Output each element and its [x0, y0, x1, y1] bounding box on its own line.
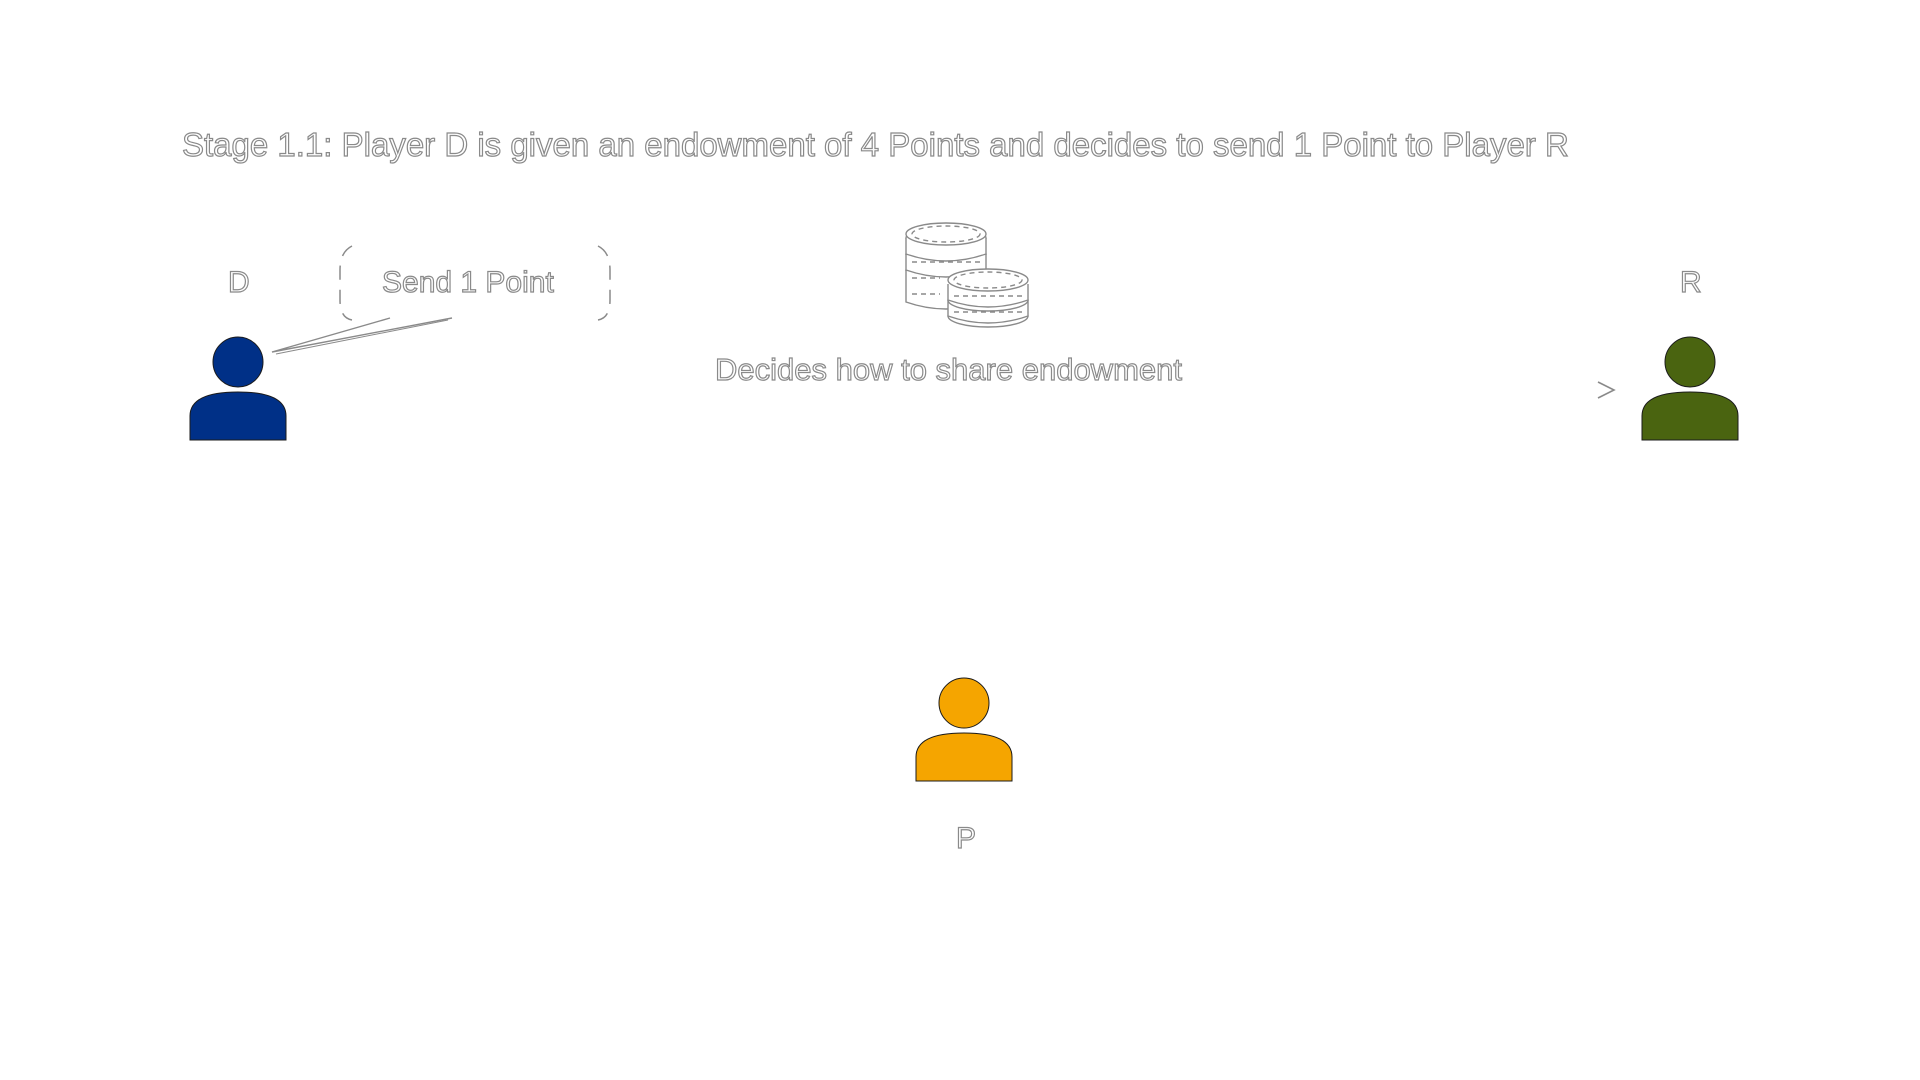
endowment-caption: Decides how to share endowment	[714, 352, 1182, 387]
speech-bubble-text: Send 1 Point	[381, 266, 554, 299]
player-p-person-icon	[915, 677, 1013, 782]
stage-title: Stage 1.1: Player D is given an endowmen…	[181, 126, 1569, 163]
speech-bubble	[271, 245, 611, 355]
player-d-person-icon	[189, 336, 287, 441]
player-r-label: R	[1679, 266, 1702, 299]
coins-stack-icon	[905, 222, 1029, 328]
arrowhead-icon	[1597, 381, 1616, 399]
player-d-label: D	[227, 266, 250, 299]
speech-bubble-tail	[271, 317, 453, 353]
player-p-label: P	[955, 822, 977, 855]
player-r-person-icon	[1641, 336, 1739, 441]
